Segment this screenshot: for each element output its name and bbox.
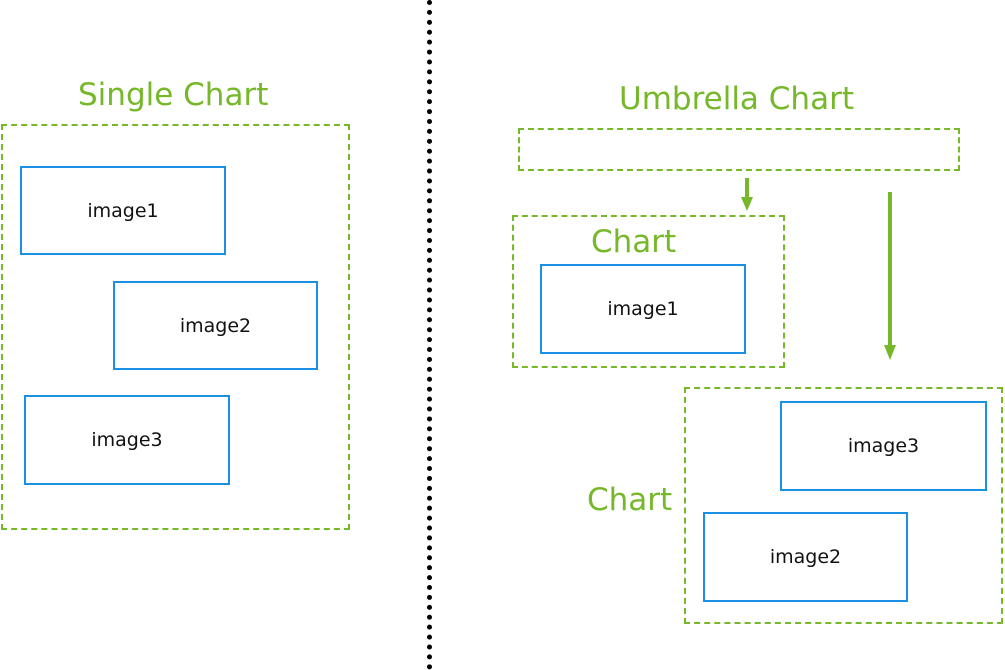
single-chart-image2-box: image2: [113, 281, 318, 370]
umbrella-chart-title: Umbrella Chart: [619, 81, 854, 117]
image-label: image3: [847, 435, 920, 457]
arrow-to-chart-top: [741, 178, 753, 211]
single-chart-image3-box: image3: [24, 395, 230, 485]
panel-divider: [427, 0, 432, 670]
chart-bottom-label: Chart: [587, 482, 673, 518]
single-chart-title: Single Chart: [78, 77, 269, 113]
image-label: image2: [769, 546, 842, 568]
image-label: image2: [179, 314, 252, 337]
chart-bottom-image3-box: image3: [780, 401, 987, 491]
single-chart-image1-box: image1: [20, 166, 226, 255]
arrow-to-chart-bottom: [884, 192, 896, 360]
image-label: image3: [91, 429, 163, 451]
image-label: image1: [87, 199, 159, 222]
umbrella-chart-bar: [518, 128, 960, 171]
chart-bottom-container: [684, 387, 1003, 624]
chart-top-container: [512, 215, 785, 368]
chart-top-label: Chart: [591, 224, 677, 260]
image-label: image1: [607, 298, 679, 320]
chart-top-image1-box: image1: [540, 264, 746, 354]
chart-bottom-image2-box: image2: [703, 512, 908, 602]
single-chart-container: [1, 124, 350, 530]
